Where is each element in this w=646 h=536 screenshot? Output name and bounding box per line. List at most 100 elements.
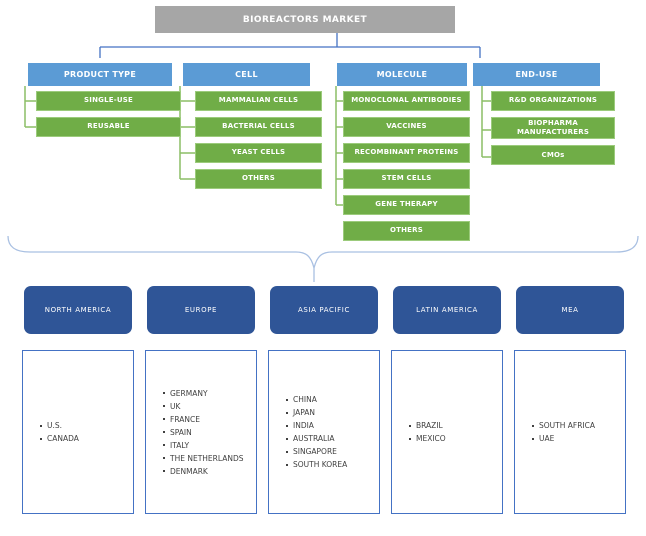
country-label: SOUTH KOREA [293,460,348,469]
region-header: ASIA PACIFIC [270,286,378,334]
bullet-icon [409,424,411,427]
country-list: BRAZIL MEXICO [392,419,448,445]
bullet-icon [163,431,165,433]
segment-children: MAMMALIAN CELLS BACTERIAL CELLS YEAST CELL… [195,91,322,189]
country-label: JAPAN [293,408,315,417]
region-column: NORTH AMERICA U.S. CANADA [22,286,134,514]
root-node: BIOREACTORS MARKET [155,6,455,33]
bullet-icon [40,437,42,440]
root-connector-line [99,33,481,58]
country-item: SPAIN [163,426,244,439]
country-item: DENMARK [163,465,244,478]
country-label: SOUTH AFRICA [539,421,595,430]
segment-leaf: R&D ORGANIZATIONS [491,91,615,111]
country-label: AUSTRALIA [293,434,335,443]
country-item: ITALY [163,439,244,452]
bullet-icon [286,411,288,414]
country-label: FRANCE [170,414,200,424]
country-label: MEXICO [416,434,446,443]
country-item: GERMANY [163,387,244,400]
segment-children: R&D ORGANIZATIONS BIOPHARMA MANUFACTURERS… [491,91,615,166]
country-item: FRANCE [163,413,244,426]
country-item: CANADA [40,432,79,445]
region-country-list-box: U.S. CANADA [22,350,134,514]
segment-column: END-USE R&D ORGANIZATIONS BIOPHARMA MANUF… [473,63,615,166]
segment-leaf: OTHERS [343,221,470,241]
country-list: U.S. CANADA [23,419,81,445]
country-item: U.S. [40,419,79,432]
segment-leaf: CMOs [491,145,615,166]
country-label: SPAIN [170,427,192,437]
country-label: BRAZIL [416,421,443,430]
bullet-icon [40,424,42,427]
country-item: THE NETHERLANDS [163,452,244,465]
country-label: UAE [539,434,555,443]
segment-header: PRODUCT TYPE [28,63,172,86]
country-item: BRAZIL [409,419,446,432]
country-label: UK [170,401,181,411]
root-node-label: BIOREACTORS MARKET [242,14,368,25]
segment-children: SINGLE-USE REUSABLE [36,91,181,137]
bullet-icon [163,457,165,459]
country-item: SINGAPORE [286,445,347,458]
country-label: THE NETHERLANDS [170,453,244,463]
country-label: U.S. [47,421,63,430]
segment-leaf: REUSABLE [36,117,181,137]
region-column: MEA SOUTH AFRICA UAE [514,286,626,514]
bullet-icon [532,437,534,440]
country-label: DENMARK [170,466,208,476]
region-header: EUROPE [147,286,255,334]
region-country-list-box: BRAZIL MEXICO [391,350,503,514]
bullet-icon [286,424,288,427]
segment-header: CELL [183,63,310,86]
bullet-icon [163,418,165,420]
segment-leaf: STEM CELLS [343,169,470,189]
region-column: ASIA PACIFIC CHINA JAPAN INDIA AUSTRALIA SIN… [268,286,380,514]
region-column: LATIN AMERICA BRAZIL MEXICO [391,286,503,514]
country-item: UK [163,400,244,413]
country-item: MEXICO [409,432,446,445]
bullet-icon [286,450,288,453]
segment-leaf: MAMMALIAN CELLS [195,91,322,111]
segment-leaf: BACTERIAL CELLS [195,117,322,137]
segment-leaf: RECOMBINANT PROTEINS [343,143,470,163]
grouping-brace [7,235,639,282]
bullet-icon [409,437,411,440]
region-header: MEA [516,286,624,334]
country-label: CANADA [47,434,79,443]
bullet-icon [163,392,165,394]
country-item: CHINA [286,393,347,406]
region-country-list-box: CHINA JAPAN INDIA AUSTRALIA SINGAPORE SOUTH K… [268,350,380,514]
segment-leaf: YEAST CELLS [195,143,322,163]
country-label: GERMANY [170,388,208,398]
segment-column: PRODUCT TYPE SINGLE-USE REUSABLE [28,63,181,137]
country-item: AUSTRALIA [286,432,347,445]
region-header: NORTH AMERICA [24,286,132,334]
country-item: JAPAN [286,406,347,419]
bullet-icon [286,437,288,440]
country-label: INDIA [293,421,314,430]
segment-leaf: BIOPHARMA MANUFACTURERS [491,117,615,140]
bullet-icon [163,405,165,407]
segment-leaf: SINGLE-USE [36,91,181,111]
region-header: LATIN AMERICA [393,286,501,334]
segment-header: MOLECULE [337,63,467,86]
segment-leaf: OTHERS [195,169,322,189]
segment-leaf: GENE THERAPY [343,195,470,215]
country-list: SOUTH AFRICA UAE [515,419,597,445]
country-item: SOUTH KOREA [286,458,347,471]
bullet-icon [163,470,165,472]
bullet-icon [286,398,288,401]
bullet-icon [163,444,165,446]
country-list: CHINA JAPAN INDIA AUSTRALIA SINGAPORE SOUTH K… [269,393,349,471]
segment-header: END-USE [473,63,600,86]
country-item: UAE [532,432,595,445]
bullet-icon [286,463,288,466]
country-item: SOUTH AFRICA [532,419,595,432]
bullet-icon [532,424,534,427]
